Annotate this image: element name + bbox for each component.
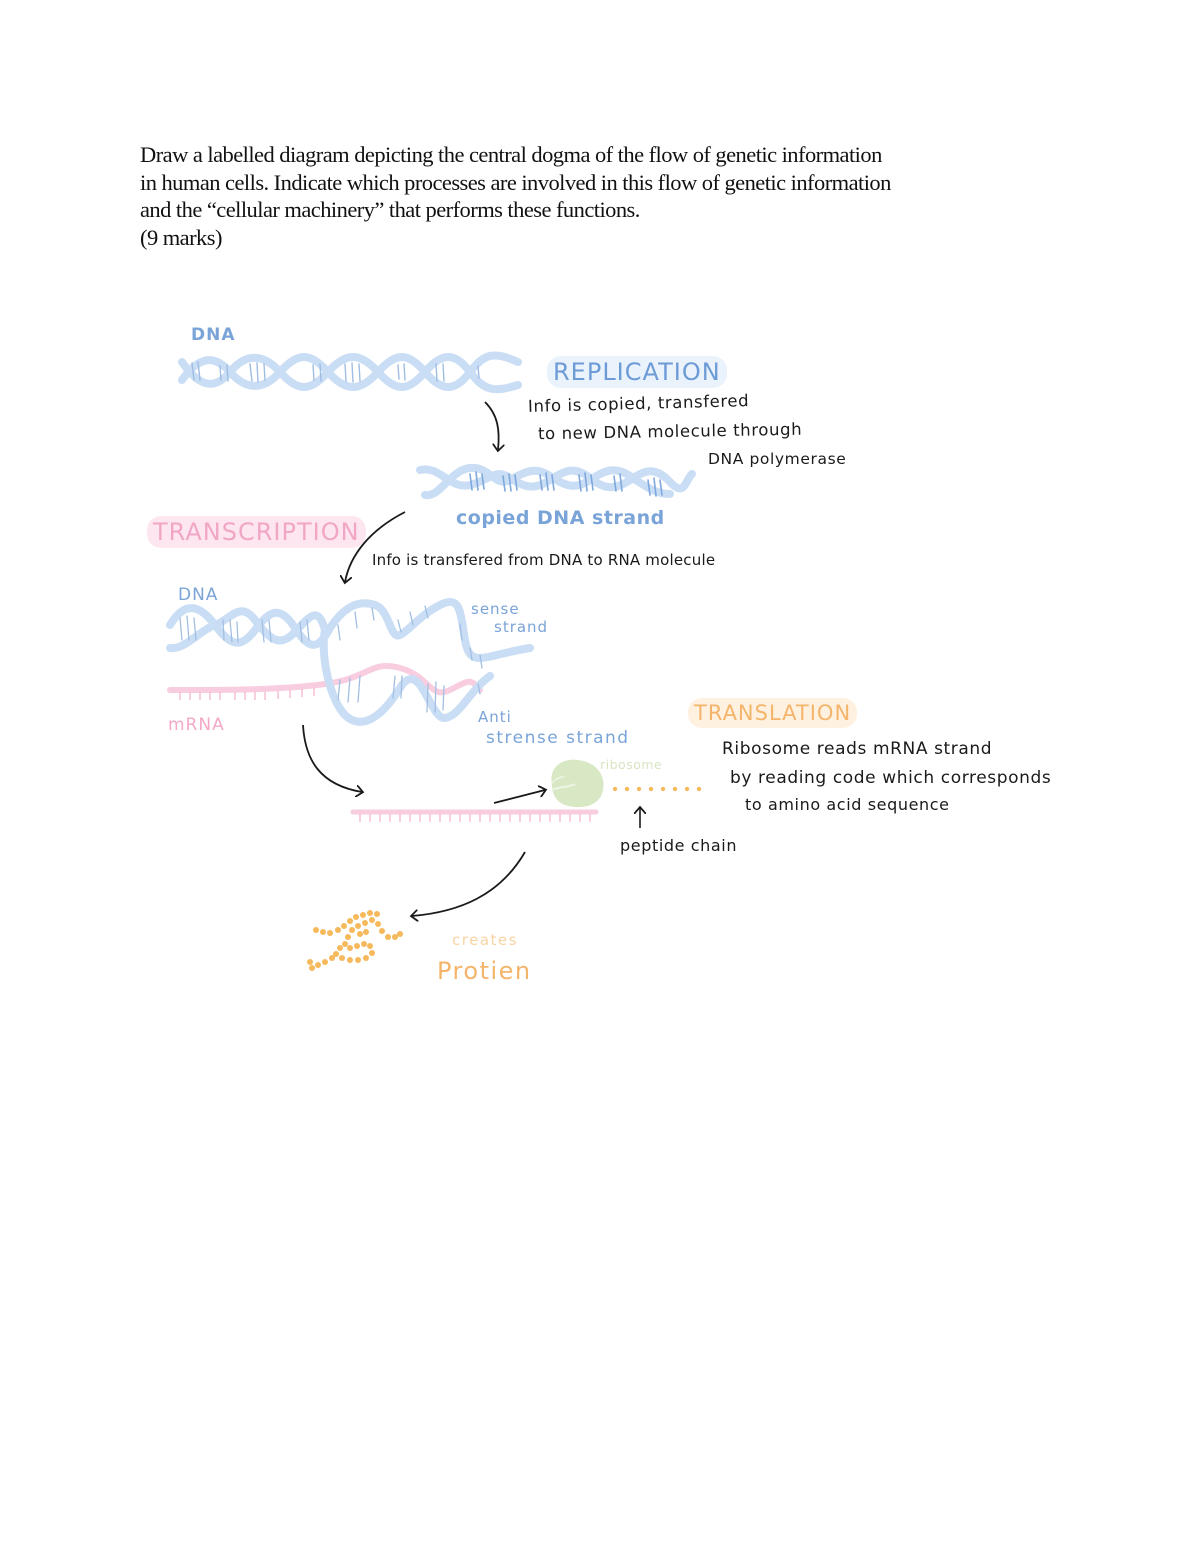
translation-note-line-3: to amino acid sequence: [745, 795, 950, 814]
mrna-transfer-arrow: [302, 724, 362, 792]
question-marks: (9 marks): [140, 224, 222, 250]
protein-label: Protien: [437, 957, 532, 985]
protein-folded-chain: [307, 910, 403, 971]
translation-note-line-1: Ribosome reads mRNA strand: [722, 739, 993, 759]
antisense-strand-label-line-1: Anti: [478, 708, 512, 726]
mrna-label: mRNA: [168, 715, 225, 735]
creates-label: creates: [452, 931, 518, 949]
replication-arrow: [484, 401, 499, 450]
copied-dna-label: copied DNA strand: [456, 507, 665, 529]
transcription-title: TRANSCRIPTION: [147, 516, 366, 548]
transcription-arrow: [345, 511, 406, 582]
ribosome-label: ribosome: [600, 757, 663, 772]
question-line-3: and the “cellular machinery” that perfor…: [140, 197, 640, 222]
question-line-2: in human cells. Indicate which processes…: [140, 169, 891, 195]
transcription-bubble: [166, 597, 534, 726]
replication-title: REPLICATION: [547, 356, 727, 388]
peptide-chain-label: peptide chain: [620, 836, 738, 855]
dna-helix-copied: [416, 463, 696, 500]
sense-strand-label-line-1: sense: [471, 600, 520, 618]
sense-strand-label-line-2: strand: [494, 618, 549, 636]
transcription-dna-label: DNA: [178, 585, 219, 605]
transcription-note: Info is transfered from DNA to RNA molec…: [372, 551, 716, 569]
translation-note-line-2: by reading code which corresponds: [730, 768, 1052, 788]
question-prompt: Draw a labelled diagram depicting the ce…: [140, 141, 1080, 251]
ribosome-pointer-arrow: [493, 790, 545, 804]
question-line-1: Draw a labelled diagram depicting the ce…: [140, 142, 882, 167]
translation-title: TRANSLATION: [688, 698, 858, 728]
antisense-strand-label-line-2: strense strand: [486, 728, 630, 748]
replication-note-line-3: DNA polymerase: [708, 450, 847, 468]
ribosome-shape: [551, 759, 604, 808]
peptide-chain-dots: [612, 786, 702, 792]
protein-arrow: [412, 851, 526, 916]
replication-dna-label: DNA: [191, 325, 236, 345]
dna-helix-original: [178, 351, 522, 394]
mrna-strand-translation: [350, 809, 599, 822]
